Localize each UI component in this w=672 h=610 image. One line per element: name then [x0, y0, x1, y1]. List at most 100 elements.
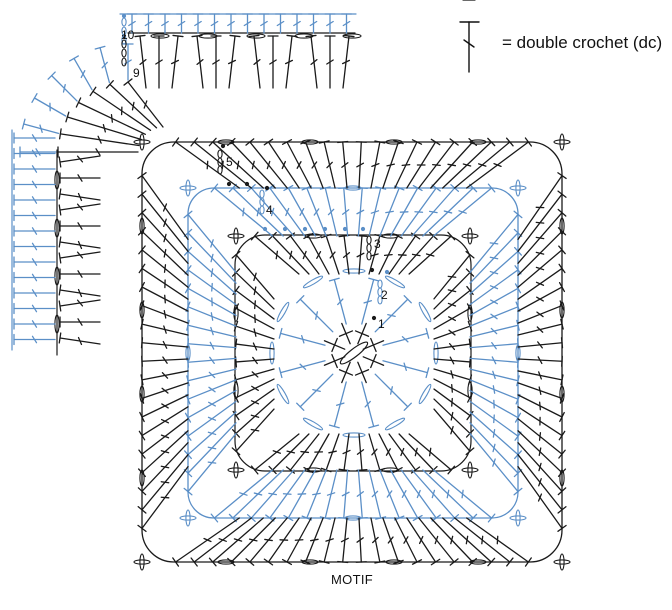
stitch-stroke: [364, 400, 371, 408]
dc-stitch: [382, 360, 430, 379]
stitch-stroke: [162, 340, 168, 349]
dc-stitch: [183, 228, 237, 284]
dc-stitch: [442, 517, 496, 567]
stitch-stroke: [410, 232, 421, 240]
stitch-stroke: [283, 184, 294, 192]
stitch-stroke: [432, 163, 441, 167]
stitch-stroke: [524, 557, 532, 567]
stitch-stroke: [416, 489, 421, 499]
dc-stitch: [378, 233, 403, 275]
stitch-stroke: [386, 163, 395, 167]
chain-stitch: [301, 139, 319, 145]
stitch-stroke: [493, 414, 495, 424]
stitch-stroke: [431, 489, 436, 499]
dc-stitch: [354, 322, 370, 345]
dc-stitch: [517, 406, 566, 441]
dc-stitch: [137, 190, 189, 252]
chain-stitch: [150, 33, 170, 39]
stitch-stroke: [537, 493, 543, 502]
stitch-stroke: [275, 250, 279, 260]
stitch-stroke: [210, 183, 219, 193]
stitch-stroke: [139, 58, 147, 66]
dc-stitch: [320, 433, 340, 473]
dc-stitch: [184, 389, 237, 423]
stitch-stroke: [163, 218, 167, 227]
chain-stitch: [276, 383, 290, 405]
chain-stitch: [185, 179, 191, 197]
dc-stitch: [433, 250, 475, 300]
stitch-stroke: [558, 263, 566, 274]
chain-stitch: [515, 344, 521, 362]
stitch-stroke: [516, 375, 520, 387]
dc-stitch: [248, 34, 261, 89]
dc-stitch: [138, 406, 189, 441]
stitch-stroke: [183, 487, 193, 496]
dc-stitch: [517, 355, 563, 367]
stitch-stroke: [31, 211, 38, 220]
dc-stitch: [433, 303, 474, 330]
dc-stitch: [433, 285, 474, 320]
stitch-stroke: [489, 285, 499, 290]
stitch-stroke: [428, 447, 432, 457]
round-label-4: 4: [266, 203, 273, 217]
stitch-stroke: [458, 210, 467, 214]
stitch-stroke: [233, 538, 243, 542]
dc-stitch: [517, 454, 567, 514]
stitch-stroke: [105, 80, 114, 89]
chain-stitch: [276, 301, 290, 323]
dc-stitch: [184, 246, 237, 295]
double-crochet-symbol-icon: [459, 0, 480, 73]
dc-stitch: [58, 284, 101, 298]
chain-stitch: [559, 469, 565, 487]
dc-stitch: [184, 411, 237, 460]
chain-stitch: [467, 381, 473, 399]
stitch-stroke: [31, 227, 38, 235]
stitch-stroke: [76, 251, 84, 259]
stitch-stroke: [492, 443, 496, 453]
dc-stitch: [208, 517, 264, 567]
stitch-stroke: [77, 222, 83, 230]
stitch-stroke: [77, 192, 83, 202]
dc-stitch: [469, 411, 522, 460]
dc-stitch: [69, 55, 93, 91]
chain-stitch: [179, 185, 197, 191]
chain-stitch: [217, 559, 235, 565]
dc-stitch: [324, 35, 336, 89]
stitch-stroke: [450, 411, 454, 421]
dc-stitch: [245, 517, 288, 566]
magic-ring: [339, 341, 369, 365]
stitch-stroke: [210, 268, 214, 278]
dc-stitch: [263, 138, 300, 189]
chain-stitch: [227, 467, 245, 473]
dc-stitch: [285, 433, 320, 474]
round-5-outline: [141, 141, 563, 563]
dc-stitch: [139, 382, 189, 404]
stitch-stroke: [538, 371, 542, 380]
legend-label: = double crochet (dc): [502, 33, 663, 52]
stitch-stroke: [140, 318, 144, 330]
stitch-stroke: [138, 245, 146, 255]
stitch-stroke: [491, 356, 497, 365]
dc-stitch: [13, 240, 56, 253]
stitch-stroke: [514, 283, 522, 294]
chain-stitch: [344, 515, 362, 521]
dc-stitch: [13, 333, 56, 346]
dc-stitch: [208, 13, 221, 34]
stitch-stroke: [186, 319, 190, 331]
dc-stitch: [382, 139, 404, 189]
dc-stitch: [13, 271, 56, 284]
stitch-stroke: [557, 172, 567, 180]
dc-stitch: [175, 13, 188, 34]
dc-stitch: [75, 97, 146, 135]
dc-stitch: [232, 303, 275, 330]
stitch-stroke: [342, 251, 351, 259]
dc-stitch: [433, 320, 473, 340]
stitch-stroke: [448, 316, 456, 322]
chain-stitch: [553, 139, 571, 145]
stitch-stroke: [137, 487, 147, 496]
chain-stitch: [227, 233, 245, 239]
dc-stitch: [183, 432, 237, 496]
stitch-stroke: [363, 300, 372, 304]
chain-stitch: [301, 559, 319, 565]
